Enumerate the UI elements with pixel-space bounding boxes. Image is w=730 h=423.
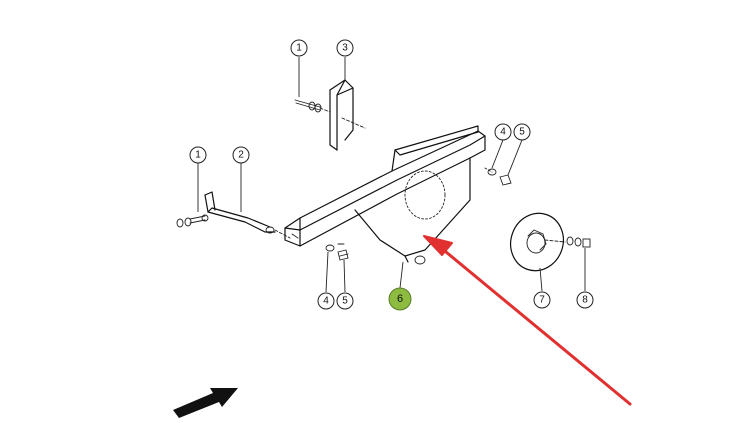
callout-label: 7 bbox=[539, 295, 545, 306]
callout-label: 5 bbox=[342, 296, 348, 307]
callout-4-right: 4 bbox=[491, 123, 512, 169]
callout-5-bottom: 5 bbox=[336, 259, 354, 310]
callout-label: 3 bbox=[342, 43, 348, 54]
callout-1-top: 1 bbox=[290, 39, 308, 97]
callout-7: 7 bbox=[533, 267, 551, 309]
callout-1-left: 1 bbox=[189, 146, 207, 212]
bolt-assembly-top bbox=[294, 99, 331, 113]
callout-label: 8 bbox=[582, 295, 588, 306]
callout-4-bottom: 4 bbox=[317, 251, 335, 310]
direction-arrow-icon bbox=[173, 388, 238, 418]
red-pointer-arrow-icon bbox=[423, 235, 632, 406]
bracket-part-2 bbox=[204, 191, 291, 239]
callout-label: 5 bbox=[519, 127, 525, 138]
bracket-part-3 bbox=[329, 79, 366, 151]
callout-6-highlighted: 6 bbox=[388, 261, 412, 311]
callout-label: 1 bbox=[195, 150, 201, 161]
callout-label: 2 bbox=[238, 150, 244, 161]
callout-label: 4 bbox=[500, 127, 506, 138]
callout-label: 6 bbox=[397, 293, 403, 305]
callout-5-right: 5 bbox=[507, 123, 531, 176]
disc-part-7 bbox=[510, 212, 566, 272]
main-bracket-part bbox=[284, 125, 486, 265]
callout-3: 3 bbox=[336, 39, 354, 80]
nut-assembly-right bbox=[484, 167, 512, 186]
bolt-assembly-8 bbox=[566, 236, 591, 248]
callout-label: 1 bbox=[296, 43, 302, 54]
bolt-assembly-left bbox=[176, 214, 209, 228]
callout-8: 8 bbox=[576, 248, 594, 309]
callout-label: 4 bbox=[323, 296, 329, 307]
nut-assembly-bottom bbox=[325, 244, 349, 261]
callout-2: 2 bbox=[232, 146, 250, 212]
